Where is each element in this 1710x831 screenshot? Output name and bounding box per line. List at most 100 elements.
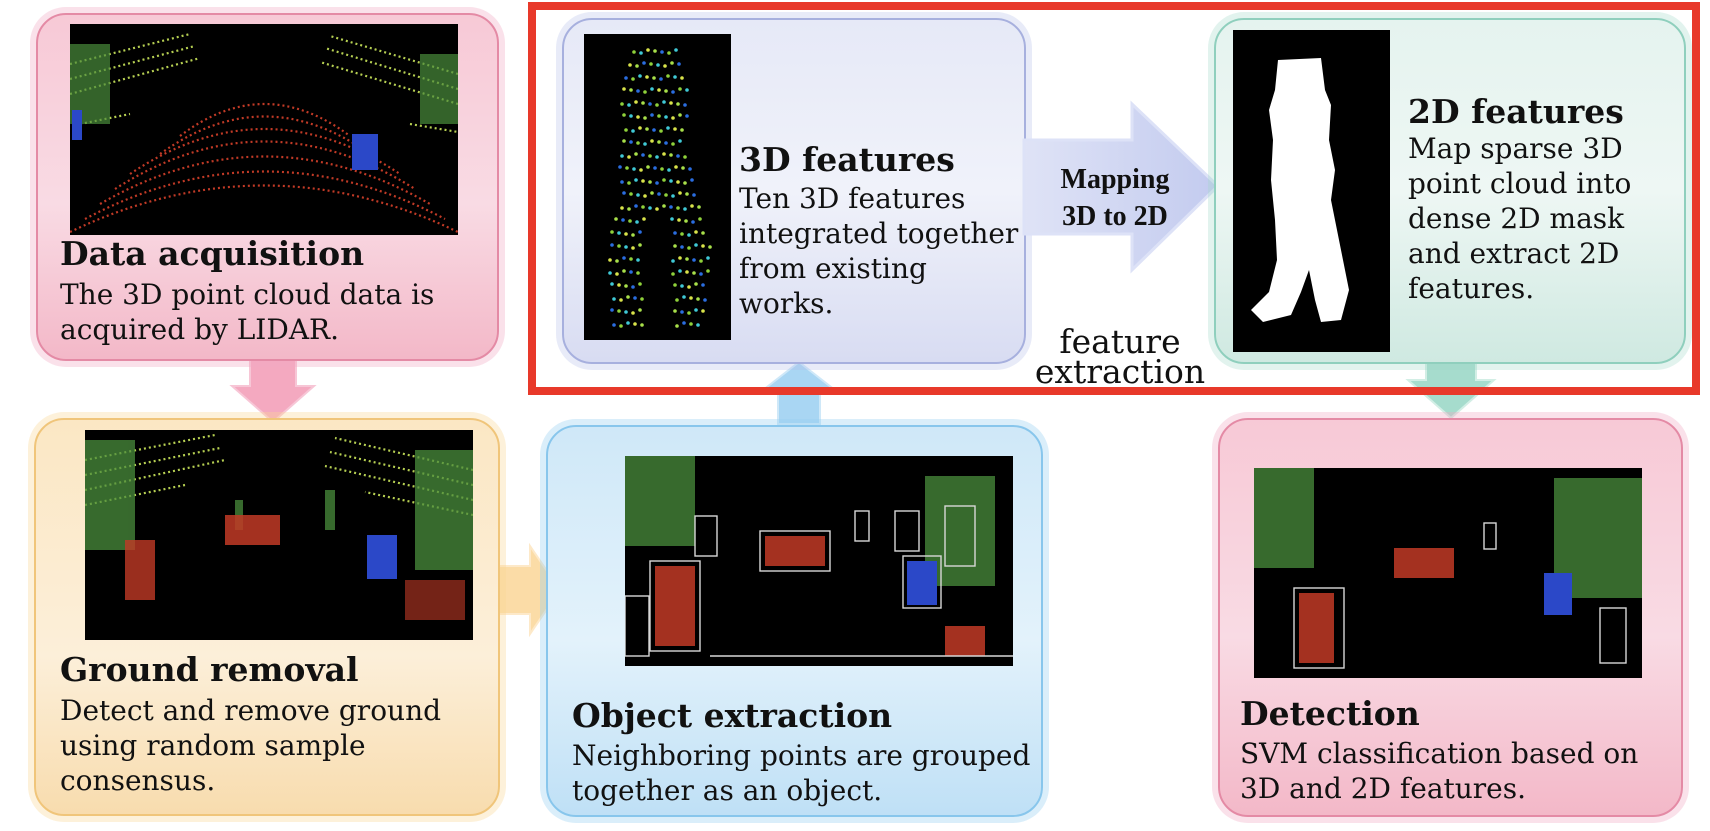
point-cloud-dot — [680, 232, 684, 236]
point-cloud-dot — [627, 155, 631, 159]
point-cloud-dot — [669, 101, 673, 105]
point-cloud-dot — [678, 191, 682, 195]
point-cloud-dot — [633, 322, 637, 326]
point-cloud-dot — [696, 323, 700, 327]
point-cloud-dot — [669, 153, 673, 157]
point-cloud-dot — [680, 76, 684, 80]
point-cloud-dot — [635, 220, 639, 224]
point-cloud-dot — [678, 87, 682, 91]
2d-mask-pedestrian-image — [1233, 30, 1390, 352]
ground-removed-scan-image — [85, 430, 473, 640]
detection-description: SVM classification based on 3D and 2D fe… — [1240, 737, 1639, 805]
point-cloud-dot — [610, 243, 614, 247]
point-cloud-dot — [635, 64, 639, 68]
point-cloud-dot — [701, 244, 705, 248]
point-cloud-dot — [655, 103, 659, 107]
point-cloud-dot — [677, 218, 681, 222]
point-cloud-dot — [671, 116, 675, 120]
point-cloud-dot — [660, 167, 664, 171]
point-cloud-dot — [694, 282, 698, 286]
point-cloud-dot — [687, 285, 691, 289]
point-cloud-dot — [631, 285, 635, 289]
point-cloud-dot — [673, 283, 677, 287]
point-cloud-dot — [629, 257, 633, 261]
point-cloud-dot — [671, 142, 675, 146]
point-cloud-dot — [608, 258, 612, 262]
point-cloud-dot — [636, 115, 640, 119]
point-cloud-dot — [662, 178, 666, 182]
point-cloud-dot — [659, 129, 663, 133]
arrow-removal-to-extraction — [496, 542, 562, 638]
point-cloud-dot — [648, 180, 652, 184]
point-cloud-dot — [673, 244, 677, 248]
point-cloud-dot — [688, 167, 692, 171]
point-cloud-dot — [624, 128, 628, 132]
point-cloud-dot — [622, 191, 626, 195]
point-cloud-dot — [631, 246, 635, 250]
point-cloud-dot — [640, 323, 644, 327]
point-cloud-dot — [664, 115, 668, 119]
point-cloud-dot — [617, 309, 621, 313]
point-cloud-dot — [638, 230, 642, 234]
point-cloud-dot — [639, 168, 643, 172]
point-cloud-dot — [632, 167, 636, 171]
point-cloud-dot — [624, 245, 628, 249]
point-cloud-dot — [671, 259, 675, 263]
point-cloud-dot — [620, 154, 624, 158]
point-cloud-dot — [692, 258, 696, 262]
2d-features-description: Map sparse 3D point cloud into dense 2D … — [1408, 132, 1632, 305]
object-extraction-scan-image — [625, 456, 1013, 666]
point-cloud-dot — [675, 298, 679, 302]
point-cloud-dot — [626, 295, 630, 299]
point-cloud-dot — [657, 192, 661, 196]
point-cloud-dot — [680, 310, 684, 314]
feature-extraction-highlight-frame — [528, 2, 1700, 395]
point-cloud-dot — [620, 180, 624, 184]
point-cloud-dot — [676, 154, 680, 158]
point-cloud-dot — [610, 230, 614, 234]
point-cloud-dot — [624, 76, 628, 80]
point-cloud-dot — [628, 63, 632, 67]
point-cloud-dot — [683, 103, 687, 107]
point-cloud-dot — [614, 217, 618, 221]
2d-features-title: 2D features — [1408, 92, 1624, 131]
point-cloud-dot — [636, 141, 640, 145]
point-cloud-dot — [680, 128, 684, 132]
point-cloud-dot — [655, 181, 659, 185]
point-cloud-dot — [689, 322, 693, 326]
point-cloud-dot — [669, 205, 673, 209]
point-cloud-dot — [638, 282, 642, 286]
point-cloud-dot — [696, 297, 700, 301]
data-acquisition-title: Data acquisition — [60, 234, 365, 273]
point-cloud-dot — [622, 113, 626, 117]
point-cloud-dot — [662, 152, 666, 156]
point-cloud-dot — [638, 243, 642, 247]
point-cloud-dot — [685, 114, 689, 118]
point-cloud-dot — [648, 206, 652, 210]
point-cloud-dot — [617, 244, 621, 248]
point-cloud-dot — [642, 217, 646, 221]
point-cloud-dot — [683, 207, 687, 211]
point-cloud-dot — [628, 219, 632, 223]
point-cloud-dot — [622, 87, 626, 91]
point-cloud-dot — [657, 114, 661, 118]
point-cloud-dot — [670, 217, 674, 221]
point-cloud-dot — [681, 166, 685, 170]
point-cloud-dot — [627, 207, 631, 211]
point-cloud-dot — [643, 142, 647, 146]
point-cloud-dot — [685, 257, 689, 261]
point-cloud-dot — [612, 323, 616, 327]
feature-extraction-label: feature extraction — [1034, 322, 1206, 391]
point-cloud-dot — [622, 139, 626, 143]
point-cloud-dot — [673, 75, 677, 79]
point-cloud-dot — [641, 153, 645, 157]
point-cloud-dot — [622, 269, 626, 273]
point-cloud-dot — [708, 245, 712, 249]
point-cloud-dot — [624, 284, 628, 288]
point-cloud-dot — [610, 282, 614, 286]
point-cloud-dot — [633, 296, 637, 300]
point-cloud-dot — [622, 256, 626, 260]
point-cloud-dot — [650, 139, 654, 143]
point-cloud-dot — [641, 205, 645, 209]
point-cloud-dot — [610, 308, 614, 312]
